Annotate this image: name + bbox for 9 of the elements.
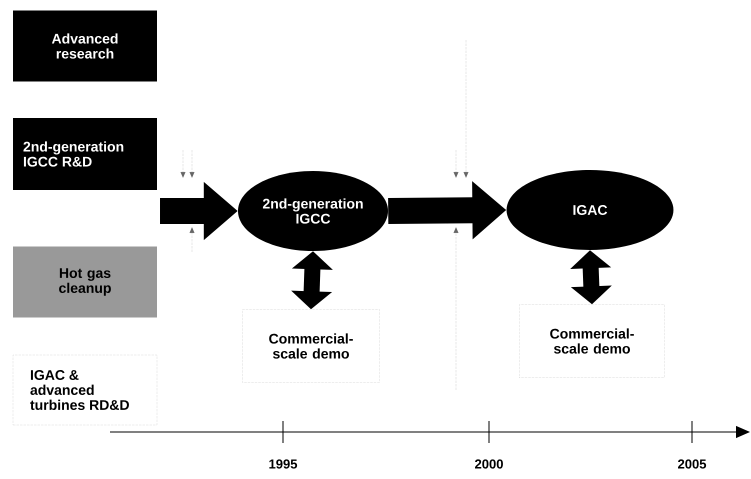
year-label: 2005 [678,459,706,469]
dotted-box: Commercial-scale demo [519,304,665,378]
dotted-box: Commercial-scale demo [242,309,380,383]
research-box: Hot gas cleanup [13,246,157,318]
year-label: 1995 [269,459,298,469]
year-label: 2000 [475,459,503,469]
research-box: 2nd-generation IGCC R&D [13,118,157,190]
research-box: Advanced research [13,10,157,82]
dotted-box: IGAC & advanced turbines RD&D [12,354,158,426]
